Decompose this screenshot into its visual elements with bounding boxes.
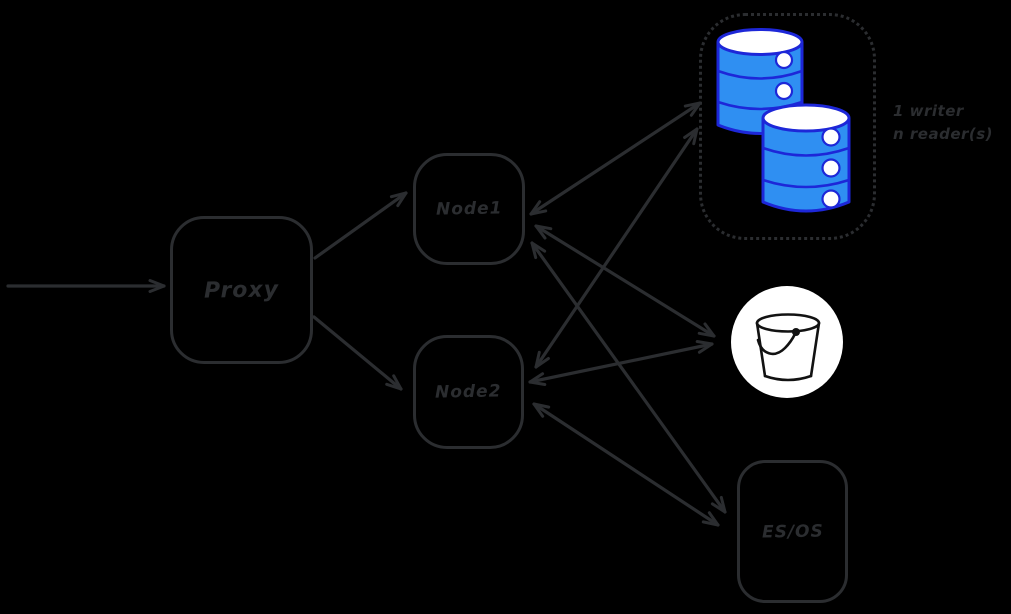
node1: Node1	[413, 153, 525, 265]
edge-proxy-node2	[312, 315, 403, 391]
db-cluster-caption: 1 writer n reader(s)	[893, 100, 993, 146]
proxy-node: Proxy	[170, 216, 313, 364]
edge-node2-esos	[532, 402, 720, 527]
caption-line-1: 1 writer	[893, 102, 964, 120]
edge-node1-bucket	[534, 224, 716, 338]
db-cylinder-2	[761, 103, 851, 213]
esos-label: ES/OS	[761, 520, 824, 543]
database-icon	[716, 28, 851, 213]
caption-line-2: n reader(s)	[893, 125, 994, 143]
edge-node2-db	[534, 127, 699, 369]
proxy-label: Proxy	[203, 276, 280, 304]
node2-label: Node2	[435, 381, 502, 403]
node2: Node2	[413, 335, 524, 449]
db-cluster	[699, 13, 876, 240]
bucket-icon	[731, 286, 843, 398]
edge-node2-bucket	[528, 339, 714, 387]
edge-node1-db	[529, 101, 702, 216]
esos-node: ES/OS	[737, 460, 848, 603]
node1-label: Node1	[435, 198, 503, 220]
edge-proxy-node1	[313, 191, 408, 260]
